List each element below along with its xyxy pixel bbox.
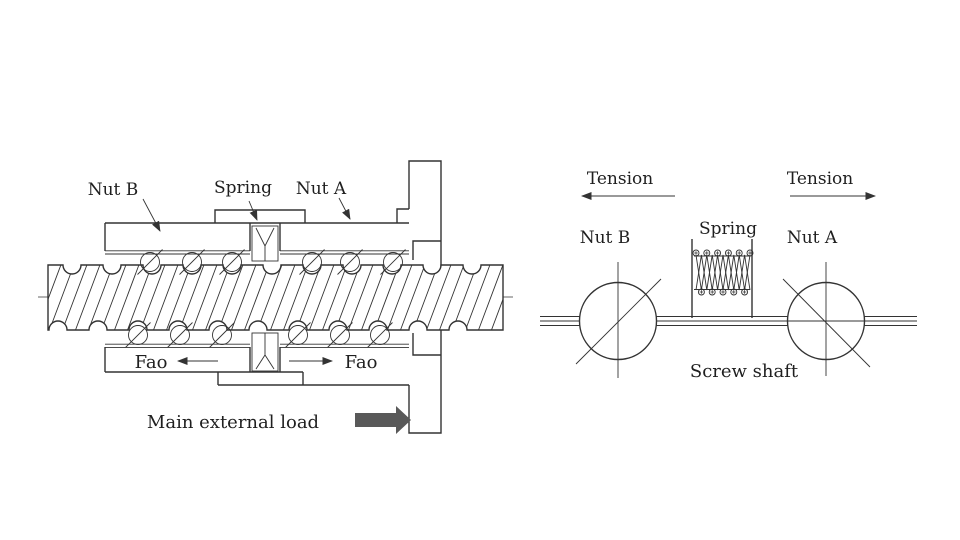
spring-coil [692, 249, 754, 296]
nut-a-leader-arrow [338, 197, 351, 220]
spring-leader-arrow [248, 200, 258, 221]
screw-shaft-label: Screw shaft [690, 361, 799, 382]
spring-cap [214, 209, 306, 223]
preload-spring-bottom [251, 332, 279, 372]
nut-a-label: Nut A [296, 179, 347, 199]
ball-bearings [125, 249, 406, 348]
spring-label: Spring [214, 178, 272, 198]
nut-b-symbol [575, 262, 662, 378]
nut-b-label: Nut B [88, 180, 139, 200]
spring-symbol [691, 239, 754, 318]
cross-section-diagram: Nut B Spring Nut A Fao Fao Main external… [38, 160, 513, 434]
nut-a-label-right: Nut A [787, 228, 838, 248]
schematic-diagram: Tension Tension Nut B Spring Nut A Screw… [540, 169, 917, 382]
tension-left-label: Tension [587, 169, 653, 189]
screw-shaft-section [48, 265, 503, 330]
screw-shaft-outline [47, 264, 504, 331]
nut-a-symbol [782, 262, 871, 376]
tension-right-label: Tension [787, 169, 853, 189]
main-load-arrow [355, 406, 411, 434]
nut-b-leader-arrow [142, 198, 161, 232]
screw-shaft-lines [540, 316, 917, 326]
spring-label-right: Spring [699, 219, 757, 239]
fao-right-label: Fao [345, 352, 378, 373]
preload-spring-top [251, 225, 279, 262]
fao-left-label: Fao [135, 352, 168, 373]
nut-b-label-right: Nut B [580, 228, 631, 248]
main-load-label: Main external load [147, 412, 319, 433]
